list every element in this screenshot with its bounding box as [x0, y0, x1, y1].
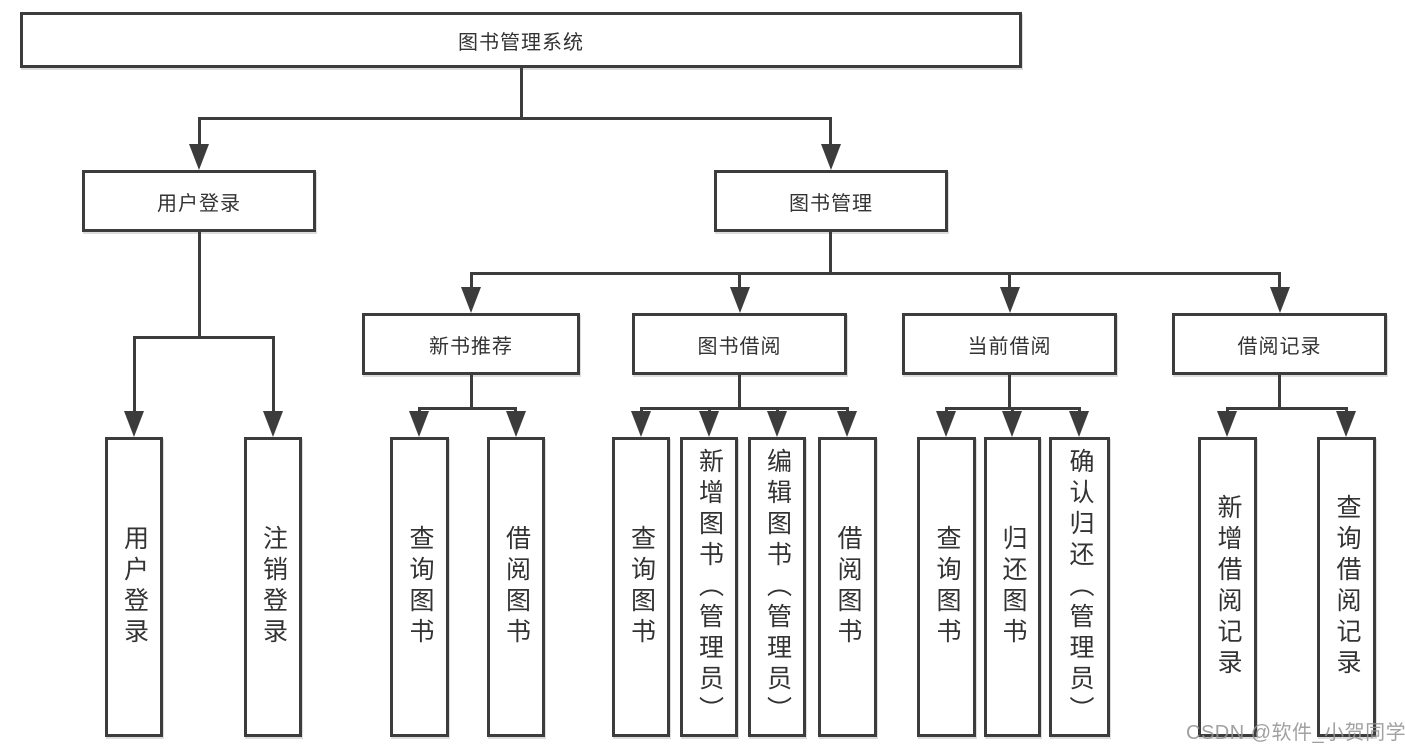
connector-line	[738, 375, 741, 409]
node-label: 查询借阅记录	[1333, 494, 1361, 680]
node-label: 图书管理系统	[458, 31, 584, 54]
node-label: 归还图书	[999, 525, 1027, 649]
node-label: 用户登录	[157, 192, 241, 215]
connector-line	[470, 272, 1281, 275]
leaf-add-book-admin: 新增图书（管理员）	[680, 437, 738, 737]
node-label: 借阅图书	[834, 525, 862, 649]
node-label: 图书管理	[789, 192, 873, 215]
connector-line	[133, 336, 136, 414]
connector-line	[641, 407, 848, 410]
leaf-confirm-return-admin: 确认归还（管理员）	[1049, 437, 1110, 737]
node-label: 查询图书	[627, 525, 656, 649]
arrow-down-icon	[699, 411, 719, 437]
arrow-down-icon	[1069, 411, 1089, 437]
connector-line	[1278, 375, 1281, 409]
connector-line	[1008, 272, 1011, 289]
node-book-borrow: 图书借阅	[632, 313, 847, 375]
node-label: 借阅图书	[502, 525, 531, 649]
arrow-down-icon	[506, 411, 526, 437]
connector-line	[829, 117, 832, 148]
leaf-borrow-book: 借阅图书	[818, 437, 877, 737]
node-label: 借阅记录	[1237, 335, 1322, 358]
arrow-down-icon	[1000, 287, 1020, 313]
connector-line	[198, 117, 832, 120]
node-label: 当前借阅	[967, 335, 1052, 358]
connector-line	[470, 272, 473, 289]
leaf-user-login: 用户登录	[105, 437, 163, 737]
arrow-down-icon	[730, 287, 750, 313]
node-label: 注销登录	[259, 525, 288, 649]
arrow-down-icon	[189, 144, 209, 170]
leaf-edit-book-admin: 编辑图书（管理员）	[748, 437, 806, 737]
connector-line	[520, 68, 523, 120]
connector-line	[272, 336, 275, 414]
node-new-book-recommend: 新书推荐	[362, 313, 580, 375]
arrow-down-icon	[767, 411, 787, 437]
connector-line	[1227, 407, 1347, 410]
leaf-query-book-borrow: 查询图书	[612, 437, 670, 737]
node-label: 查询图书	[406, 525, 434, 649]
node-label: 查询图书	[933, 525, 961, 649]
leaf-borrow-book-newbook: 借阅图书	[487, 437, 545, 737]
node-library-system: 图书管理系统	[20, 12, 1022, 68]
connector-line	[829, 232, 832, 275]
connector-line	[198, 117, 201, 148]
arrow-down-icon	[1336, 411, 1356, 437]
node-book-management: 图书管理	[714, 170, 948, 232]
arrow-down-icon	[936, 411, 956, 437]
node-borrow-record: 借阅记录	[1172, 313, 1387, 375]
node-label: 新书推荐	[429, 335, 513, 358]
connector-line	[1278, 272, 1281, 289]
watermark: CSDN @软件_小贺同学	[1186, 722, 1405, 744]
connector-line	[1008, 375, 1011, 409]
node-user-login: 用户登录	[82, 170, 316, 232]
connector-line	[419, 407, 517, 410]
leaf-query-book-current: 查询图书	[917, 437, 976, 737]
arrow-down-icon	[631, 411, 651, 437]
leaf-query-book-newbook: 查询图书	[390, 437, 449, 737]
leaf-logout: 注销登录	[244, 437, 302, 737]
node-label: 图书借阅	[697, 335, 782, 358]
arrow-down-icon	[1270, 287, 1290, 313]
arrow-down-icon	[1002, 411, 1022, 437]
connector-line	[198, 232, 201, 339]
connector-line	[470, 375, 473, 409]
arrow-down-icon	[821, 144, 841, 170]
node-label: 编辑图书（管理员）	[763, 447, 792, 727]
arrow-down-icon	[124, 411, 144, 437]
connector-line	[133, 336, 275, 339]
leaf-add-borrow-record: 新增借阅记录	[1198, 437, 1257, 737]
node-label: 确认归还（管理员）	[1066, 447, 1094, 727]
node-label: 用户登录	[120, 525, 149, 649]
leaf-return-book: 归还图书	[984, 437, 1041, 737]
arrow-down-icon	[461, 287, 481, 313]
node-label: 新增图书（管理员）	[695, 447, 724, 727]
arrow-down-icon	[409, 411, 429, 437]
node-label: 新增借阅记录	[1214, 494, 1242, 680]
leaf-query-borrow-record: 查询借阅记录	[1317, 437, 1376, 737]
connector-line	[738, 272, 741, 289]
arrow-down-icon	[263, 411, 283, 437]
arrow-down-icon	[837, 411, 857, 437]
node-current-borrow: 当前借阅	[902, 313, 1117, 375]
arrow-down-icon	[1217, 411, 1237, 437]
